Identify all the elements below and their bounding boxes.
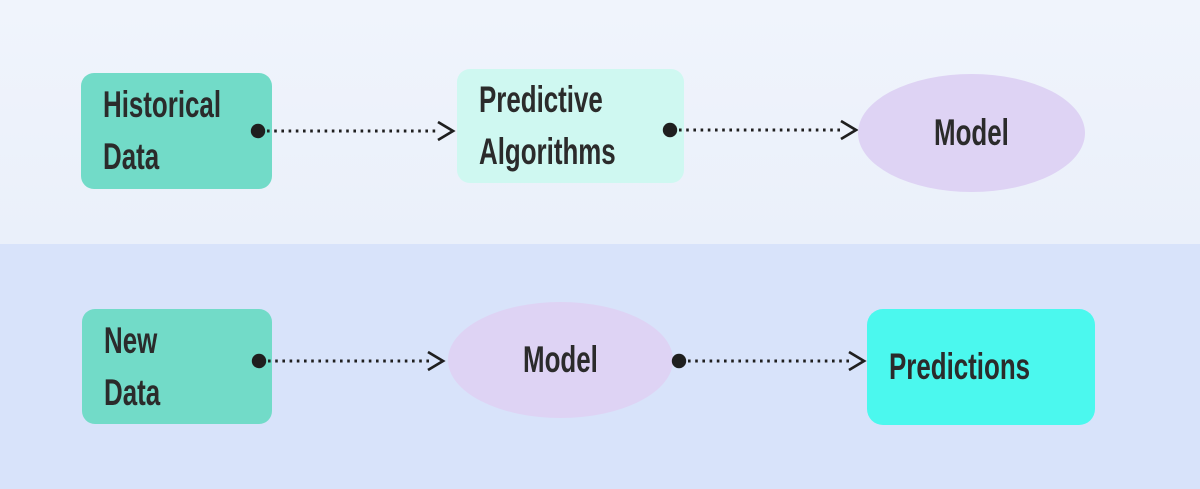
arrow-start-dot [250, 123, 266, 139]
node-model-bottom-label: Model [523, 339, 598, 380]
node-model-top: Model [858, 74, 1085, 192]
node-new-data-label: New Data [104, 319, 161, 413]
arrow-historical-to-algorithms [250, 120, 456, 142]
arrow-start-dot [251, 353, 267, 369]
arrow-start-dot [662, 122, 678, 138]
node-new-data: New Data [82, 309, 272, 424]
node-predictive-algorithms: Predictive Algorithms [457, 69, 684, 183]
node-predictions: Predictions [867, 309, 1095, 425]
arrow-model-to-predictions [671, 350, 867, 372]
arrowhead-icon [840, 119, 859, 141]
arrowhead-icon [437, 120, 456, 142]
arrowhead-icon [427, 350, 446, 372]
node-historical-data-label: Historical Data [103, 84, 222, 177]
node-model-top-label: Model [934, 112, 1009, 153]
arrow-start-dot [671, 353, 687, 369]
node-predictions-label: Predictions [889, 346, 1031, 387]
node-model-bottom: Model [448, 302, 673, 418]
arrow-algorithms-to-model [662, 119, 859, 141]
arrowhead-icon [848, 350, 867, 372]
arrow-newdata-to-model [251, 350, 446, 372]
node-historical-data: Historical Data [81, 73, 272, 189]
node-predictive-algorithms-label: Predictive Algorithms [479, 79, 616, 172]
